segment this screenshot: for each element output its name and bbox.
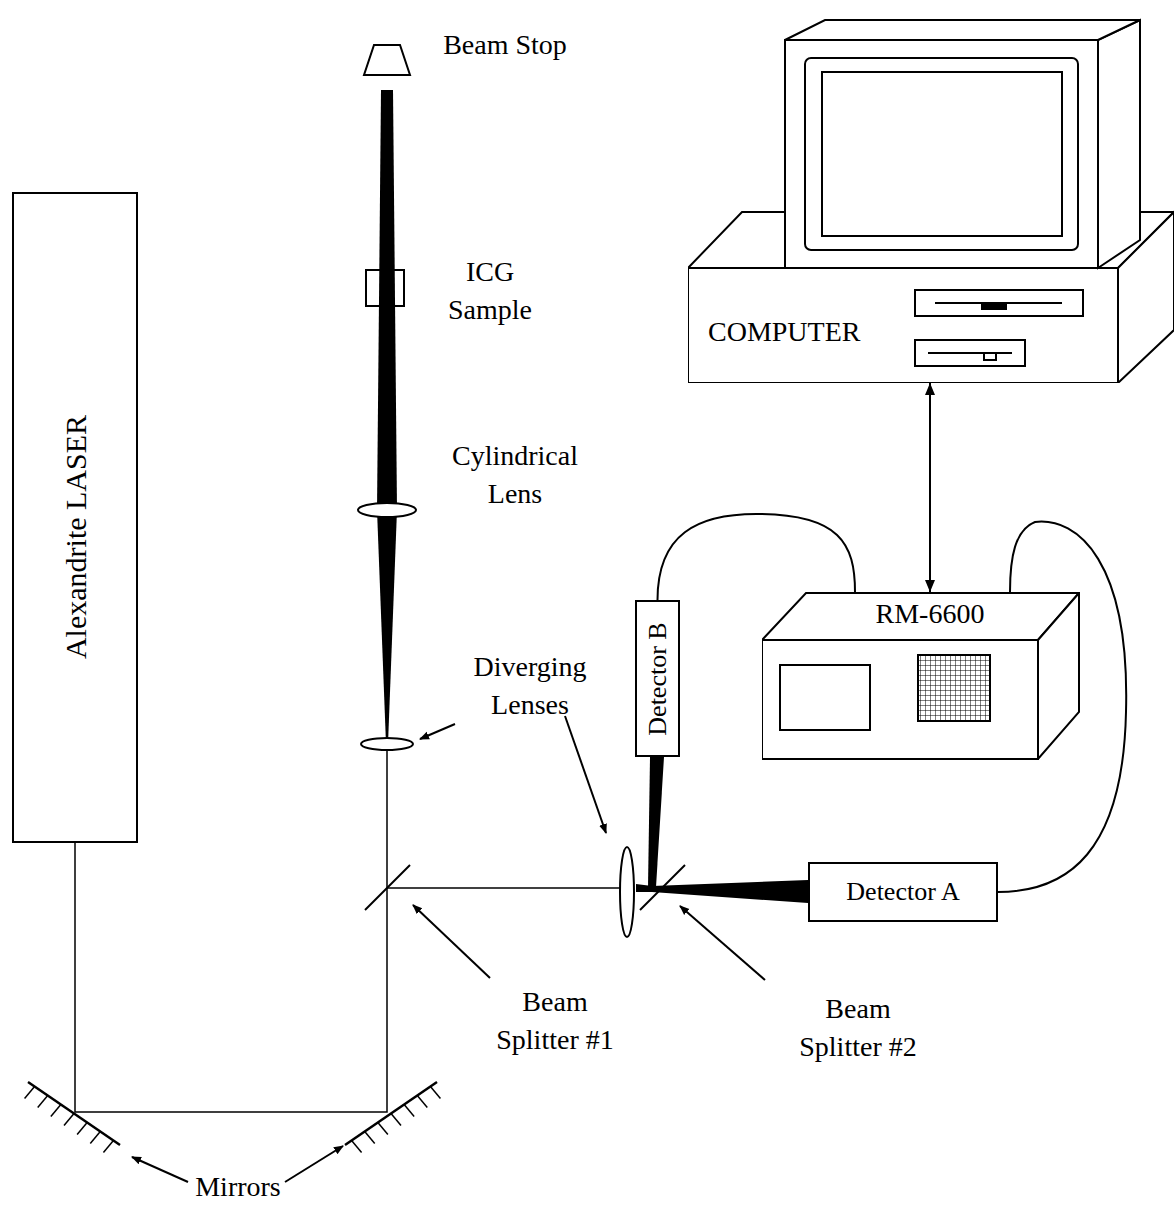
hatch-stroke — [352, 1141, 362, 1153]
beam-to-detector-b — [648, 757, 664, 887]
mirror-hatching — [25, 1087, 441, 1153]
mirror — [28, 1082, 120, 1145]
node-label: Detector B — [641, 622, 675, 735]
hatch-stroke — [103, 1141, 113, 1153]
drive-button — [984, 353, 996, 360]
hatch-stroke — [391, 1114, 401, 1126]
node-label: Detector A — [846, 875, 959, 909]
hatch-stroke — [417, 1096, 427, 1108]
leader-arrow — [132, 1157, 188, 1182]
diverging-lens — [361, 738, 413, 750]
detector-box: Detector A — [808, 862, 998, 922]
expanded-beam — [377, 90, 397, 744]
computer: COMPUTER — [688, 18, 1174, 383]
beam-splitter — [365, 865, 410, 910]
node-label: COMPUTER — [708, 314, 860, 350]
hatch-stroke — [51, 1105, 61, 1117]
part-label: ICG Sample — [433, 253, 548, 329]
floppy-drive — [915, 340, 1025, 366]
mirror — [345, 1082, 437, 1145]
hatch-stroke — [404, 1105, 414, 1117]
hatch-stroke — [365, 1132, 375, 1144]
leader-arrow — [420, 724, 455, 739]
hatch-stroke — [38, 1096, 48, 1108]
leader-arrow — [413, 905, 490, 978]
hatch-stroke — [25, 1087, 35, 1099]
detector-box: Detector B — [635, 600, 680, 757]
leader-arrow — [285, 1146, 343, 1182]
hatch-stroke — [77, 1123, 87, 1135]
signal-cable — [658, 514, 856, 600]
node-label: RM-6600 — [876, 596, 985, 632]
beam-splitter — [640, 865, 685, 910]
computer-front — [688, 268, 1118, 383]
monitor-front — [785, 40, 1098, 268]
leader-arrow — [565, 716, 606, 833]
icg-sample-cell — [366, 270, 404, 306]
leader-arrow — [680, 906, 765, 980]
rm-top — [762, 593, 1079, 640]
beam-to-detector-a — [636, 880, 808, 903]
data-acquisition-unit: RM-6600 — [762, 592, 1080, 760]
part-label: Diverging Lenses — [448, 648, 613, 724]
hatch-stroke — [378, 1123, 388, 1135]
part-label: Beam Splitter #1 — [483, 983, 628, 1059]
laser-box: Alexandrite LASER — [12, 192, 138, 843]
part-label: Beam Stop — [405, 26, 605, 64]
diverging-lens — [620, 847, 634, 937]
beam-stop — [364, 45, 410, 75]
rm-display — [780, 665, 870, 730]
hatch-stroke — [90, 1132, 100, 1144]
rm-side — [1038, 593, 1079, 759]
monitor-top — [785, 20, 1140, 40]
drive-button — [982, 303, 1006, 309]
monitor-screen — [822, 72, 1062, 236]
node-label: Alexandrite LASER — [56, 415, 95, 659]
part-label: Beam Splitter #2 — [786, 990, 931, 1066]
floppy-drive — [915, 290, 1083, 316]
hatch-stroke — [64, 1114, 74, 1126]
part-label: Mirrors — [168, 1168, 308, 1206]
hatch-stroke — [430, 1087, 440, 1099]
part-label: Cylindrical Lens — [428, 437, 603, 513]
monitor-bezel — [805, 58, 1078, 250]
rm-front — [762, 640, 1038, 759]
data-link — [929, 383, 931, 592]
monitor-side — [1098, 20, 1140, 268]
cylindrical-lens — [358, 503, 416, 517]
drive-slot — [928, 352, 1012, 354]
reflected-beam — [387, 887, 620, 889]
rm-keypad — [918, 655, 990, 721]
